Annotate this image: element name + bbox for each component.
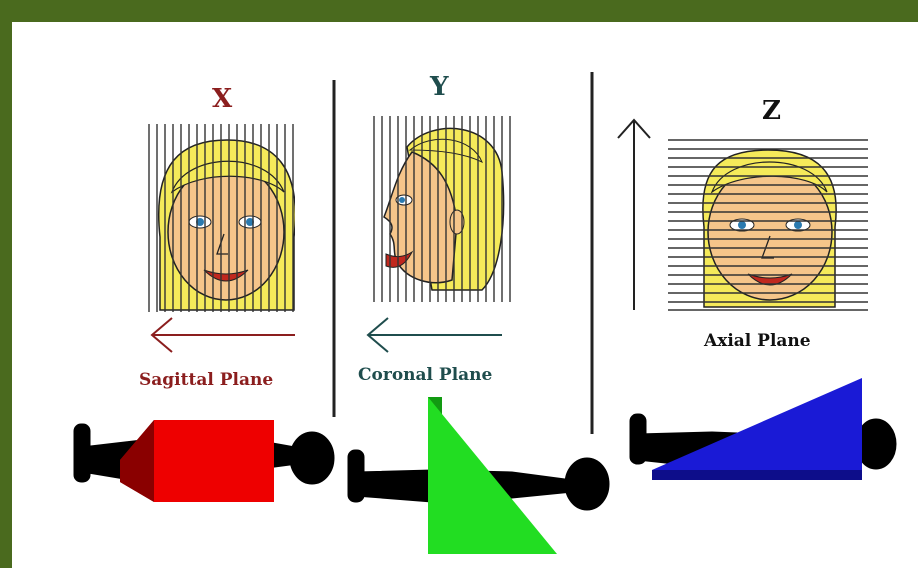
axial-plane-label: Axial Plane	[704, 331, 811, 351]
z-axis-letter: Z	[762, 96, 781, 126]
y-axis-letter: Y	[430, 72, 449, 102]
coronal-plane-label: Coronal Plane	[358, 365, 493, 385]
arrow-left-icon	[366, 317, 502, 353]
arrow-up-icon	[617, 118, 651, 310]
coronal-plane-block	[428, 397, 557, 554]
planes-diagram	[73, 72, 897, 554]
coronal-slice-lines	[373, 116, 511, 302]
x-axis-letter: X	[212, 84, 233, 114]
sagittal-plane-block	[120, 420, 274, 502]
axial-slice-lines	[668, 139, 868, 311]
sagittal-slice-lines	[148, 124, 294, 312]
arrow-left-icon	[150, 317, 295, 353]
diagram-canvas: X Y Z Sagittal Plane Coronal Plane Axial…	[12, 22, 918, 568]
axial-plane-block	[652, 378, 862, 480]
sagittal-plane-label: Sagittal Plane	[139, 370, 274, 390]
front-face-icon	[158, 139, 295, 311]
